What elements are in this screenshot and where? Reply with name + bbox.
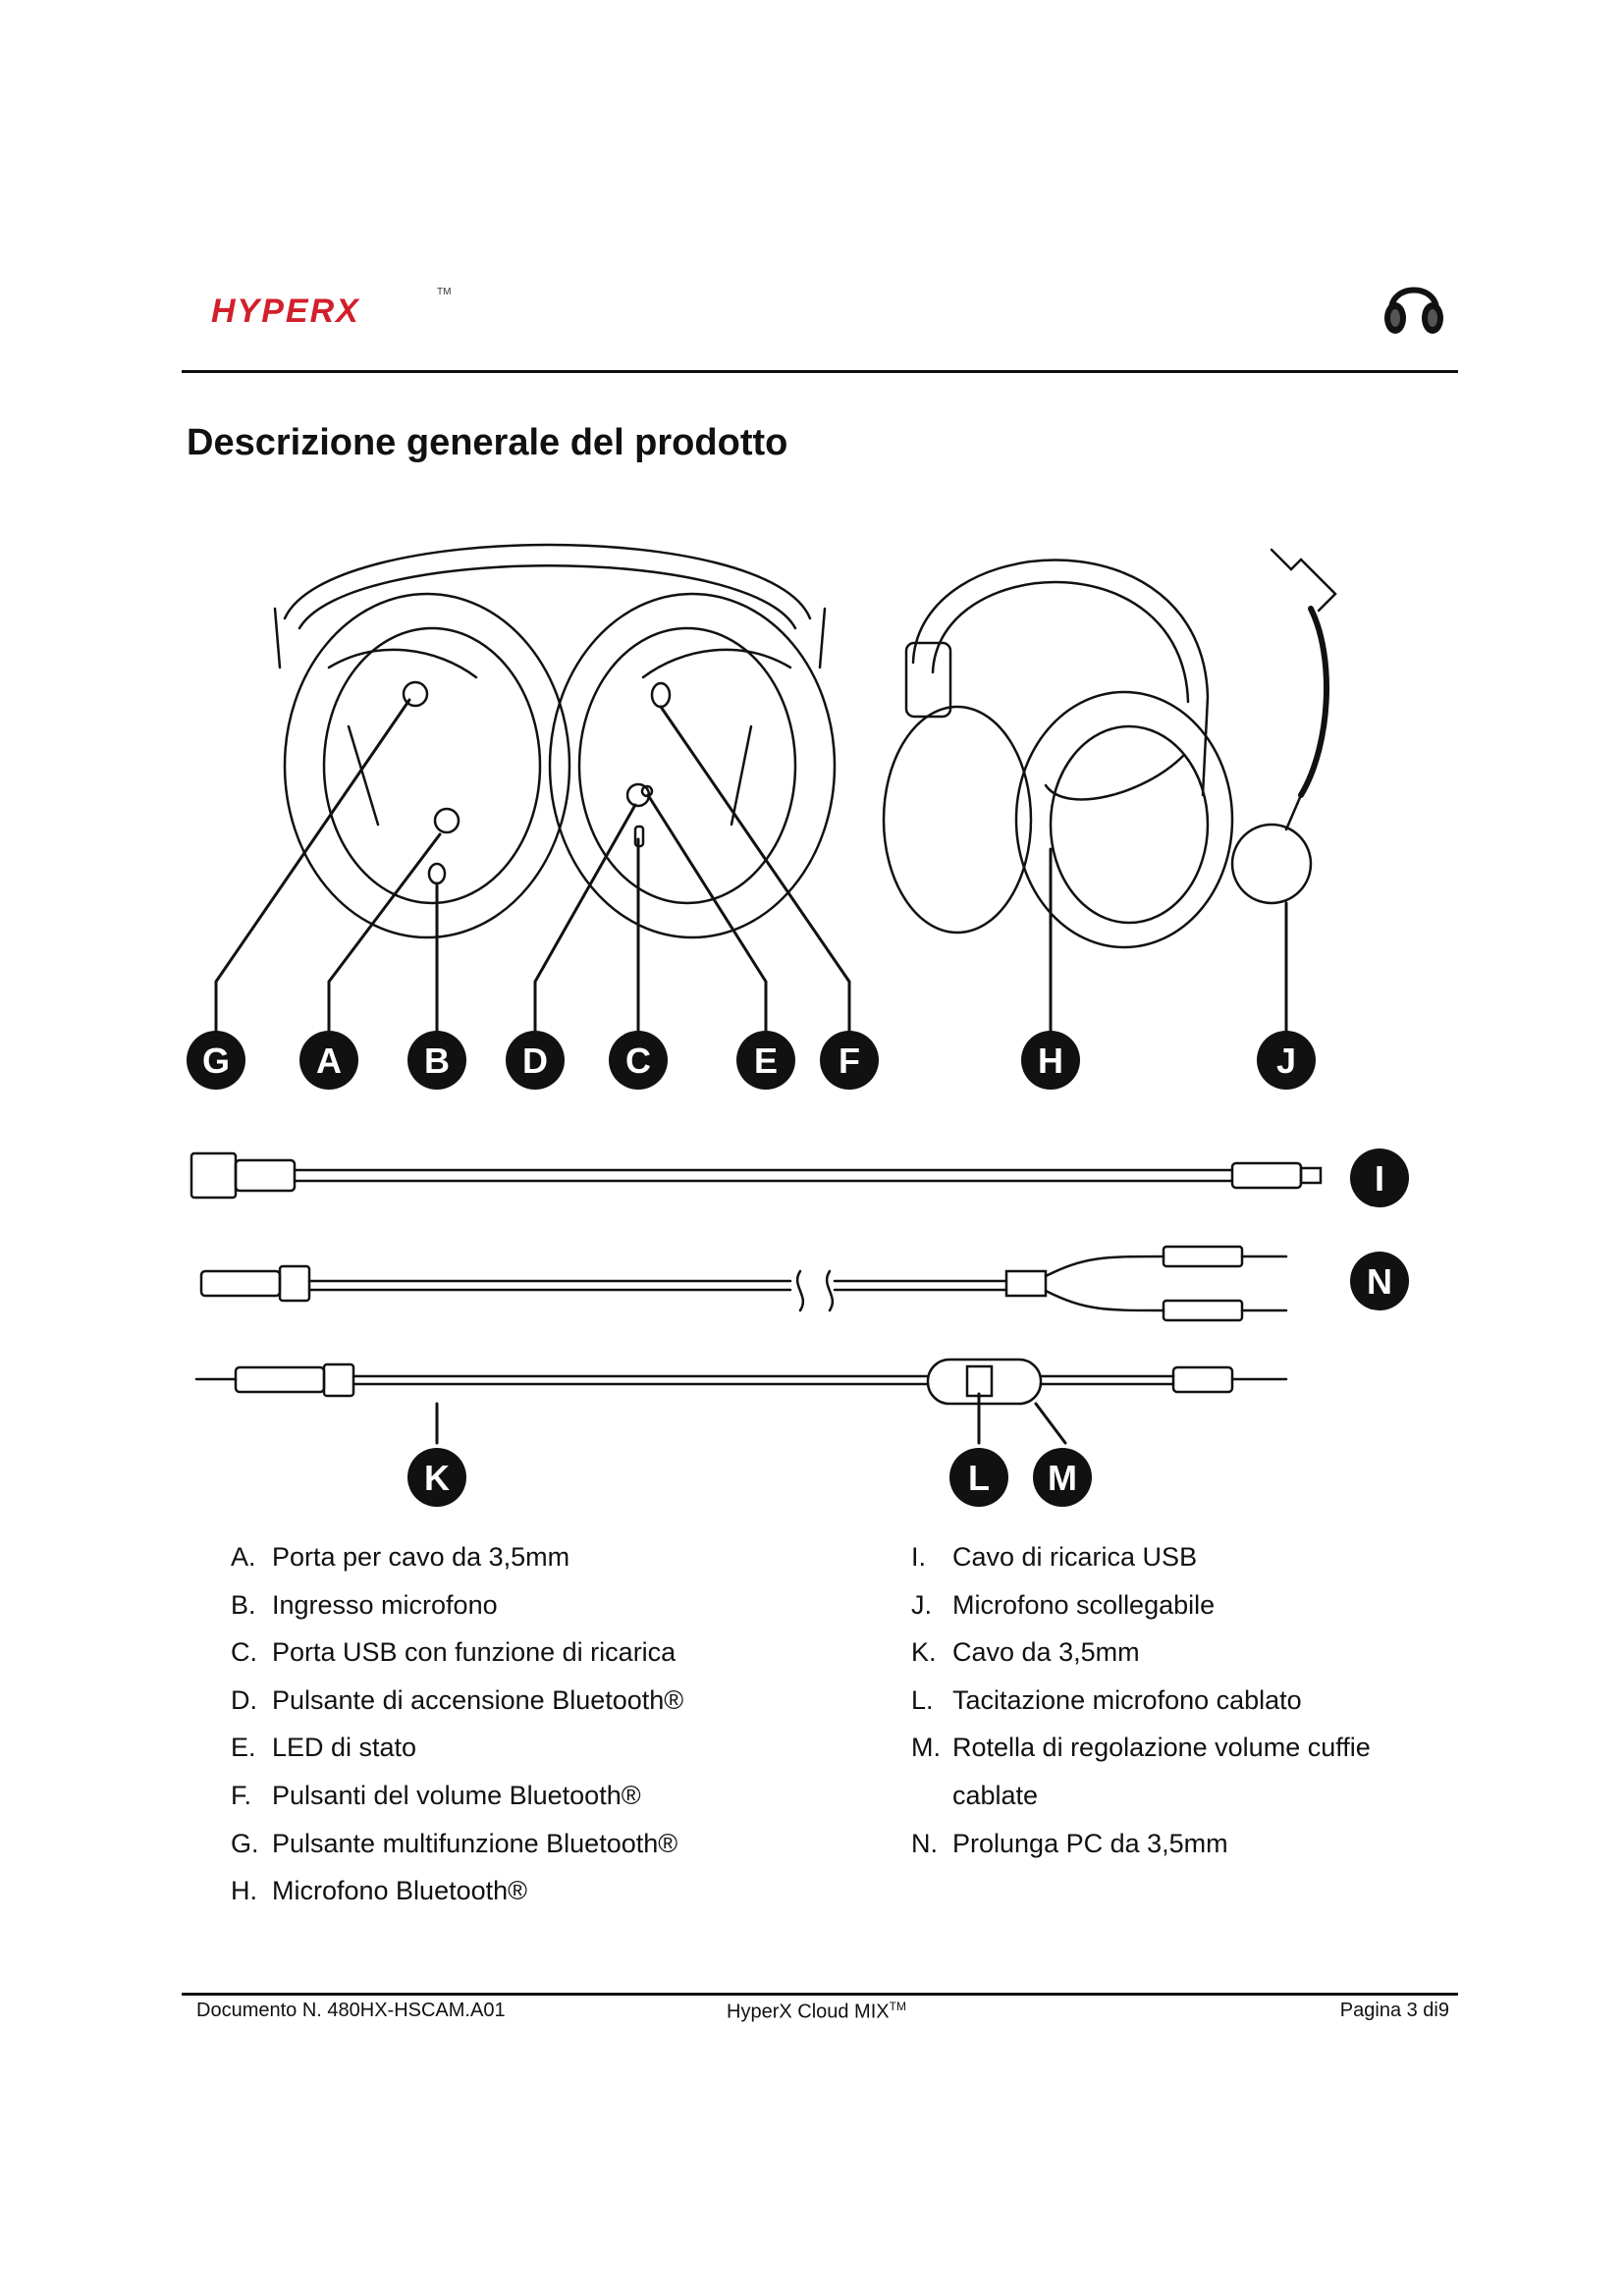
callout-badges: G A B D C E F H J I N K L M (187, 1031, 1409, 1507)
list-item: L.Tacitazione microfono cablato (911, 1677, 1371, 1725)
svg-text:C: C (625, 1041, 651, 1081)
svg-text:G: G (202, 1041, 230, 1081)
header-rule (182, 370, 1458, 373)
callout-a: A (299, 1031, 358, 1090)
usb-cable-illustration (191, 1153, 1321, 1198)
list-item: F.Pulsanti del volume Bluetooth® (231, 1772, 683, 1820)
callout-h: H (1021, 1031, 1080, 1090)
svg-text:K: K (424, 1458, 450, 1498)
list-item: N.Prolunga PC da 3,5mm (911, 1820, 1371, 1868)
svg-text:A: A (316, 1041, 342, 1081)
callout-m: M (1033, 1448, 1092, 1507)
pc-extension-illustration (201, 1247, 1286, 1320)
svg-text:M: M (1048, 1458, 1077, 1498)
page-header: HYPERX TM (182, 255, 1458, 373)
svg-text:L: L (968, 1458, 990, 1498)
list-item-continuation: cablate (911, 1772, 1371, 1820)
svg-text:F: F (839, 1041, 860, 1081)
list-item: H.Microfono Bluetooth® (231, 1867, 683, 1915)
callout-n: N (1350, 1252, 1409, 1310)
svg-text:H: H (1038, 1041, 1063, 1081)
hyperx-logo: HYPERX TM (211, 275, 437, 353)
headset-side-illustration (884, 561, 1232, 947)
footer-page-number: Pagina 3 di9 (1340, 2000, 1449, 2022)
footer-doc-number: Documento N. 480HX-HSCAM.A01 (196, 2000, 506, 2022)
callout-c: C (609, 1031, 668, 1090)
logo-text: HYPERX (211, 293, 360, 331)
svg-text:J: J (1276, 1041, 1296, 1081)
headset-icon (1380, 265, 1448, 344)
product-diagram: G A B D C E F H J I N K L M (182, 501, 1458, 1531)
list-item: D.Pulsante di accensione Bluetooth® (231, 1677, 683, 1725)
svg-text:D: D (522, 1041, 548, 1081)
list-item: B.Ingresso microfono (231, 1581, 683, 1629)
svg-text:E: E (754, 1041, 778, 1081)
parts-list-left: A.Porta per cavo da 3,5mm B.Ingresso mic… (231, 1533, 683, 1915)
logo-trademark: TM (437, 287, 451, 297)
svg-text:N: N (1367, 1261, 1392, 1302)
parts-list-right: I.Cavo di ricarica USB J.Microfono scoll… (911, 1533, 1371, 1867)
callout-l: L (949, 1448, 1008, 1507)
callout-i: I (1350, 1148, 1409, 1207)
footer-rule (182, 1993, 1458, 1996)
callout-j: J (1257, 1031, 1316, 1090)
folded-headset-illustration (275, 545, 835, 937)
list-item: M.Rotella di regolazione volume cuffie (911, 1724, 1371, 1772)
callout-d: D (506, 1031, 565, 1090)
callout-f: F (820, 1031, 879, 1090)
callout-e: E (736, 1031, 795, 1090)
svg-text:B: B (424, 1041, 450, 1081)
list-item: G.Pulsante multifunzione Bluetooth® (231, 1820, 683, 1868)
page-title: Descrizione generale del prodotto (187, 422, 787, 464)
list-item: C.Porta USB con funzione di ricarica (231, 1629, 683, 1677)
callout-g: G (187, 1031, 245, 1090)
svg-text:I: I (1375, 1158, 1384, 1199)
callout-k: K (407, 1448, 466, 1507)
list-item: A.Porta per cavo da 3,5mm (231, 1533, 683, 1581)
list-item: I.Cavo di ricarica USB (911, 1533, 1371, 1581)
list-item: J.Microfono scollegabile (911, 1581, 1371, 1629)
detachable-mic-illustration (1232, 550, 1335, 903)
list-item: K.Cavo da 3,5mm (911, 1629, 1371, 1677)
footer-product: HyperX Cloud MIXTM (727, 2000, 906, 2024)
callout-b: B (407, 1031, 466, 1090)
audio-cable-illustration (196, 1360, 1286, 1404)
list-item: E.LED di stato (231, 1724, 683, 1772)
